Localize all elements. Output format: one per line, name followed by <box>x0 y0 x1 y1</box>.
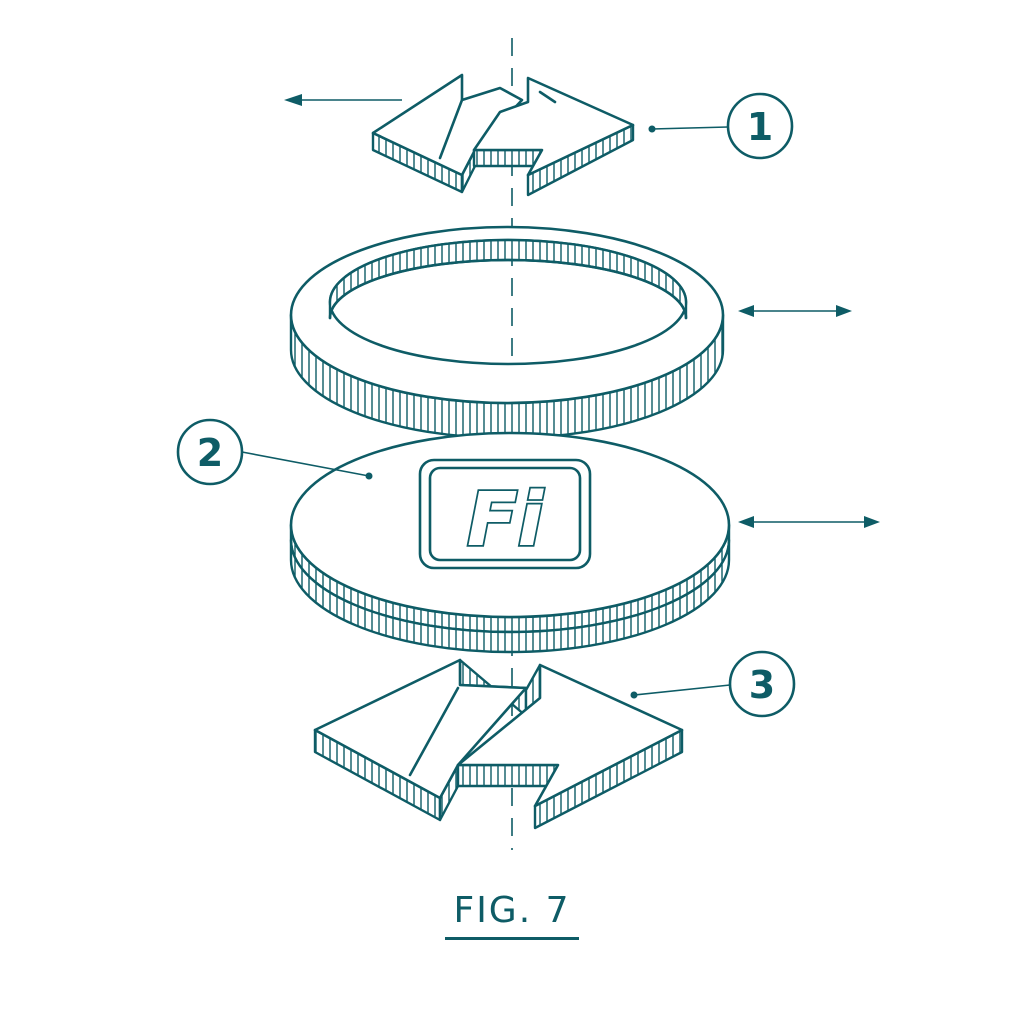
callout-label-3: 3 <box>749 663 775 707</box>
bottom-arrow-pair <box>313 658 684 830</box>
figure-caption: FIG. 7 <box>0 890 1024 940</box>
disc-motion-arrow <box>738 516 880 528</box>
coin-disc: Fi <box>289 431 731 654</box>
callout-label-1: 1 <box>747 105 773 149</box>
logo-text: Fi <box>467 477 545 563</box>
retaining-ring <box>289 225 725 440</box>
top-arrow-pair <box>371 73 635 197</box>
figure-caption-text: FIG. 7 <box>445 890 579 940</box>
callout-3: 3 <box>630 650 796 718</box>
callout-1: 1 <box>648 92 794 160</box>
fi-logo: Fi <box>418 458 592 570</box>
top-motion-arrow <box>284 94 402 106</box>
ring-motion-arrow <box>738 305 852 317</box>
callout-2: 2 <box>176 418 373 486</box>
callout-label-2: 2 <box>197 431 223 475</box>
